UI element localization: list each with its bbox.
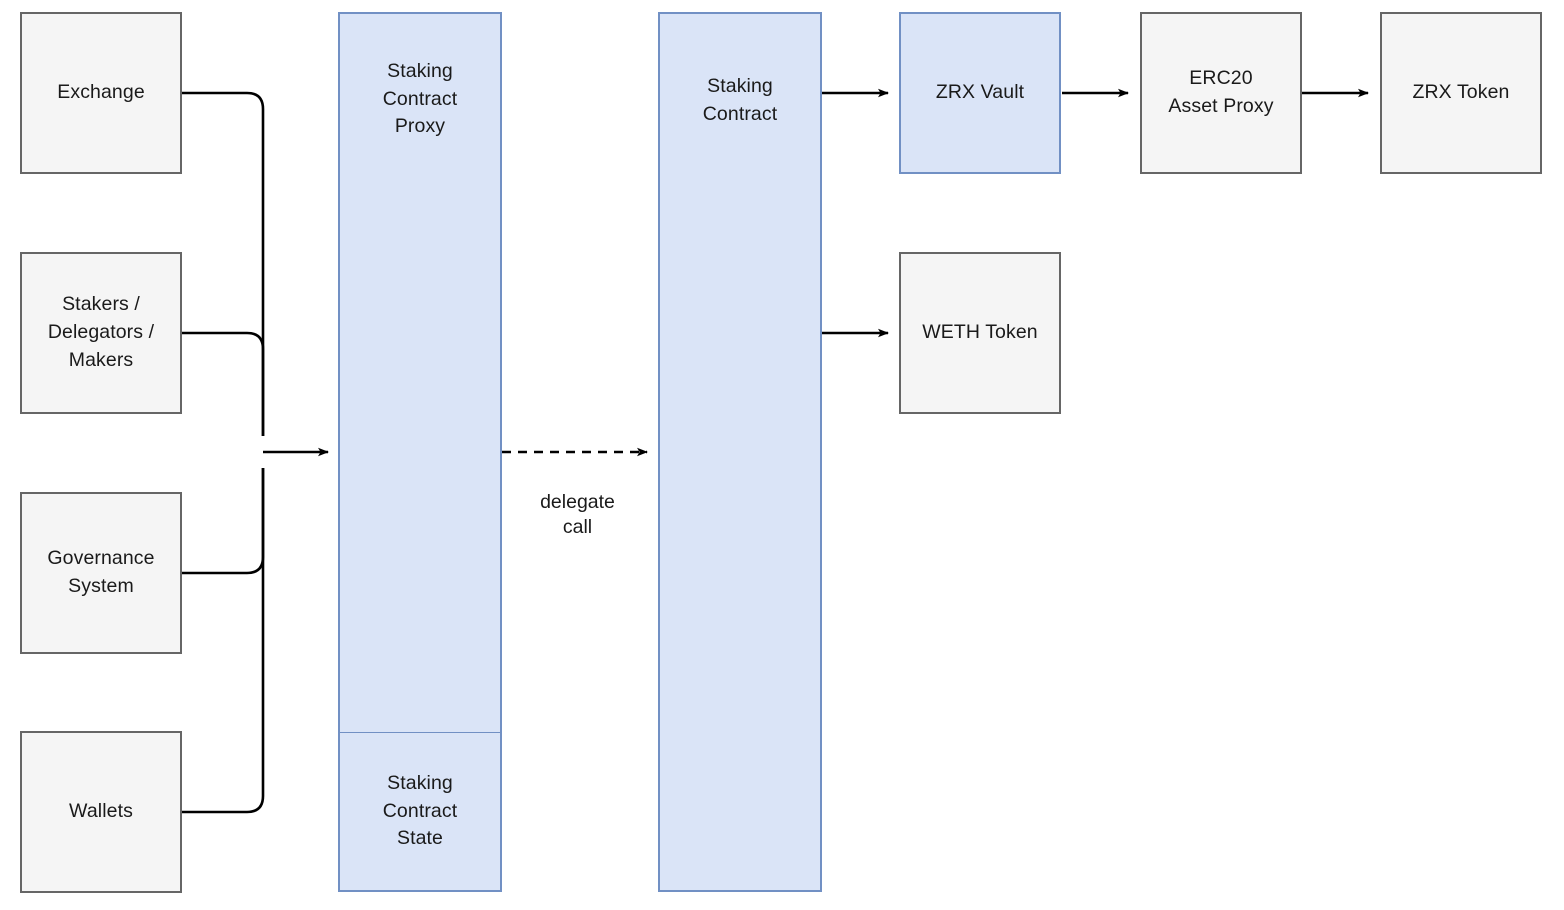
edge-governance-to-bus [181, 468, 265, 575]
node-erc20-asset-proxy-label: ERC20 Asset Proxy [1168, 67, 1274, 117]
node-erc20-asset-proxy[interactable]: ERC20 Asset Proxy [1140, 12, 1302, 174]
node-weth-token[interactable]: WETH Token [899, 252, 1061, 414]
node-stakers-delegators-makers[interactable]: Stakers / Delegators / Makers [20, 252, 182, 414]
node-staking-contract-label: Staking Contract [702, 75, 778, 125]
node-zrx-token-label: ZRX Token [1412, 81, 1510, 104]
node-wallets[interactable]: Wallets [20, 731, 182, 893]
node-exchange-label: Exchange [57, 81, 145, 104]
node-wallets-label: Wallets [69, 800, 133, 823]
edge-stakers-to-bus [181, 331, 265, 436]
node-staking-contract-state-label: Staking Contract State [382, 771, 458, 850]
node-staking-contract-proxy-label: Staking Contract Proxy [382, 60, 458, 138]
node-governance-system-label: Governance System [47, 547, 155, 597]
node-zrx-token[interactable]: ZRX Token [1380, 12, 1542, 174]
node-exchange[interactable]: Exchange [20, 12, 182, 174]
node-weth-token-label: WETH Token [922, 321, 1038, 344]
edge-exchange-to-bus [181, 91, 265, 436]
node-zrx-vault[interactable]: ZRX Vault [899, 12, 1061, 174]
node-staking-contract-state[interactable]: Staking Contract State [338, 732, 502, 892]
node-stakers-delegators-makers-label: Stakers / Delegators / Makers [47, 293, 155, 371]
edge-label-delegate-call-text: delegate call [540, 490, 615, 539]
node-zrx-vault-label: ZRX Vault [935, 81, 1025, 104]
node-governance-system[interactable]: Governance System [20, 492, 182, 654]
node-staking-contract[interactable]: Staking Contract [658, 12, 822, 892]
edge-label-delegate-call: delegate call [500, 464, 655, 541]
node-staking-contract-proxy[interactable]: Staking Contract Proxy [338, 12, 502, 733]
edge-wallets-to-bus [181, 468, 265, 814]
